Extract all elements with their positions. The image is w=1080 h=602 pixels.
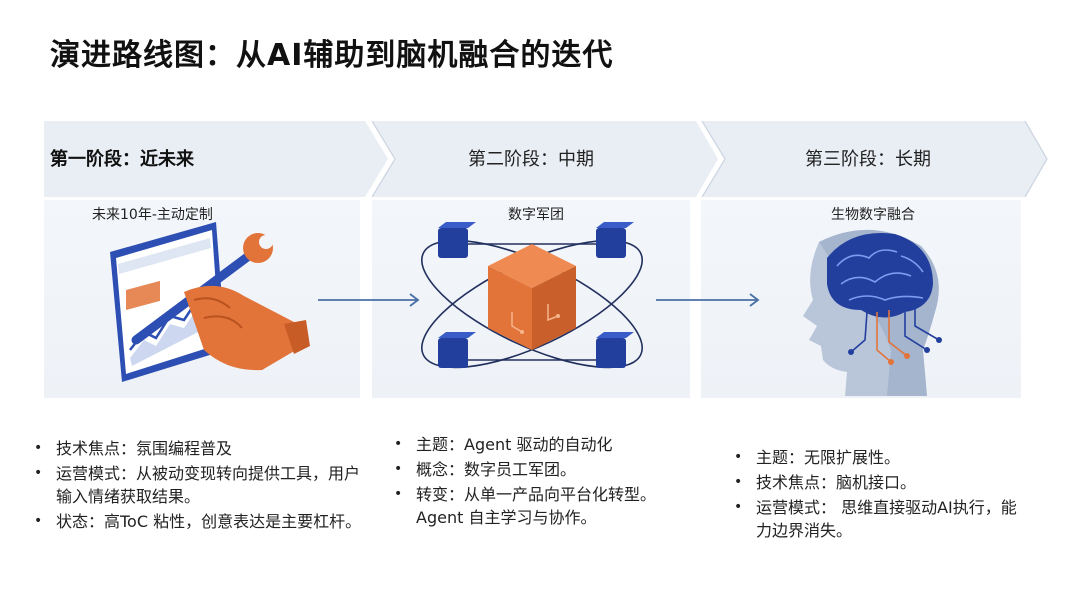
flow-arrow-1: [318, 293, 420, 307]
stage-2-bullets: 主题：Agent 驱动的自动化 概念：数字员工军团。 转变：从单一产品向平台化转…: [392, 433, 692, 531]
brain-head-icon: [803, 229, 942, 396]
stage-3-panel: 生物数字融合: [701, 200, 1021, 398]
stage-1-title: 第一阶段：近未来: [50, 149, 194, 170]
stage-chevrons: [44, 121, 1048, 197]
list-item: 主题：Agent 驱动的自动化: [392, 433, 692, 456]
stage-3-chevron: [702, 121, 1047, 197]
stage-bar: 第一阶段：近未来 第二阶段：中期 第三阶段：长期: [0, 121, 1080, 197]
stage-2-chevron: [372, 121, 718, 197]
stage-2-title: 第二阶段：中期: [468, 149, 594, 170]
list-item: 转变：从单一产品向平台化转型。 Agent 自主学习与协作。: [392, 483, 692, 529]
list-item: 技术焦点：脑机接口。: [732, 471, 1022, 494]
stage-2-panel-label: 数字军团: [508, 207, 564, 223]
stage-1-panel-label: 未来10年-主动定制: [92, 207, 213, 223]
stage-1-panel: 未来10年-主动定制: [44, 200, 360, 398]
list-item: 运营模式：从被动变现转向提供工具，用户输入情绪获取结果。: [32, 462, 372, 508]
stage-3-title: 第三阶段：长期: [805, 149, 931, 170]
cube-network-icon: [421, 222, 643, 369]
stage-1-bullets: 技术焦点：氛围编程普及 运营模式：从被动变现转向提供工具，用户输入情绪获取结果。…: [32, 437, 372, 535]
page-title: 演进路线图：从AI辅助到脑机融合的迭代: [50, 38, 614, 73]
list-item: 概念：数字员工军团。: [392, 458, 692, 481]
wrench-hand-screen-icon: [110, 222, 310, 382]
list-item: 运营模式： 思维直接驱动AI执行，能力边界消失。: [732, 496, 1022, 542]
stage-2-panel: 数字军团: [372, 200, 690, 398]
list-item: 主题：无限扩展性。: [732, 446, 1022, 469]
flow-arrow-2: [656, 293, 760, 307]
stage-3-bullets: 主题：无限扩展性。 技术焦点：脑机接口。 运营模式： 思维直接驱动AI执行，能力…: [732, 446, 1022, 544]
stage-3-panel-label: 生物数字融合: [831, 207, 915, 223]
list-item: 状态：高ToC 粘性，创意表达是主要杠杆。: [32, 510, 372, 533]
list-item: 技术焦点：氛围编程普及: [32, 437, 372, 460]
stage-1-chevron: [44, 121, 388, 197]
